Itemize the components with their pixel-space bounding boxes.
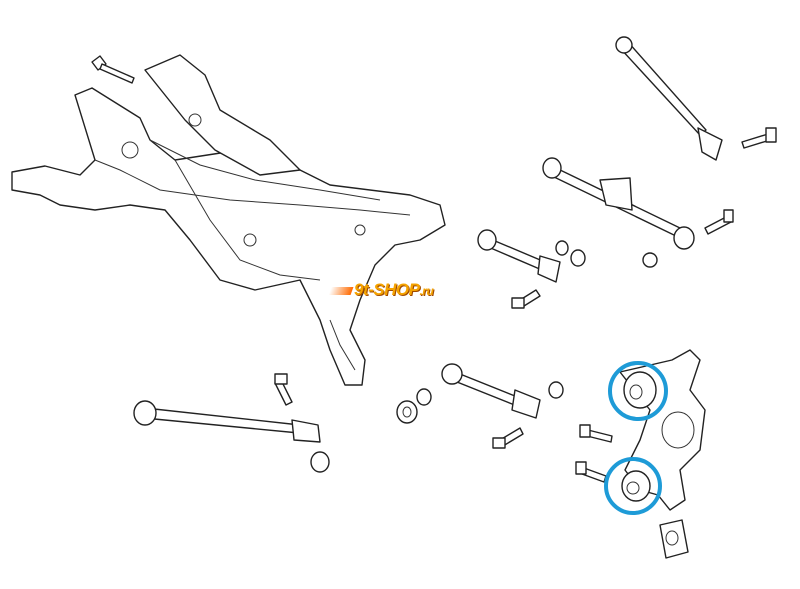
nuts bbox=[310, 240, 658, 473]
highlight-lower-bushing bbox=[604, 457, 662, 515]
watermark-logo: 9t-SHOP.ru bbox=[328, 280, 434, 300]
logo-text: 9t-SHOP bbox=[354, 280, 420, 299]
bolts bbox=[91, 55, 777, 483]
logo-streak bbox=[328, 286, 354, 295]
control-arms bbox=[133, 36, 723, 443]
logo-suffix: .ru bbox=[419, 284, 434, 298]
rear-subframe bbox=[11, 54, 446, 386]
highlight-upper-bushing bbox=[608, 361, 668, 421]
rear-knuckle bbox=[619, 349, 706, 559]
